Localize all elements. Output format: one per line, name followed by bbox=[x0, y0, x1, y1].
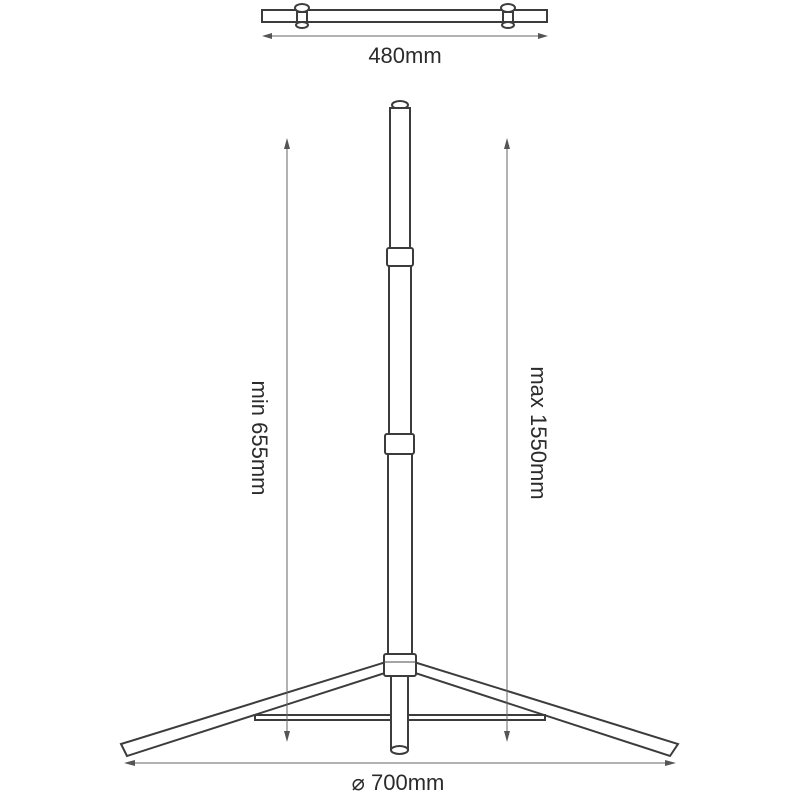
base-diameter-label: ⌀ 700mm bbox=[352, 770, 445, 795]
pole-clamp-upper bbox=[386, 247, 414, 267]
pole-clamp-lower bbox=[384, 433, 415, 455]
base-diameter-dimension: ⌀ 700mm bbox=[124, 760, 676, 795]
arrowhead-up bbox=[284, 138, 290, 149]
arrowhead-down bbox=[504, 731, 510, 742]
pole-section-middle bbox=[388, 265, 412, 435]
pole-section-bottom bbox=[387, 453, 413, 655]
arrowhead-left bbox=[124, 760, 135, 766]
leg-hub bbox=[383, 653, 417, 677]
bracket-width-label: 480mm bbox=[368, 43, 441, 68]
bracket-knob-left bbox=[294, 3, 310, 29]
width-dimension: 480mm bbox=[262, 33, 548, 68]
max-height-label: max 1550mm bbox=[526, 366, 551, 499]
arrowhead-up bbox=[504, 138, 510, 149]
max-height-dimension: max 1550mm bbox=[504, 138, 551, 742]
arrowhead-down bbox=[284, 731, 290, 742]
arrowhead-right bbox=[665, 760, 676, 766]
arrowhead-left bbox=[262, 33, 272, 39]
leg-right bbox=[410, 660, 680, 758]
min-height-label: min 655mm bbox=[247, 381, 272, 496]
min-height-dimension: min 655mm bbox=[247, 138, 290, 742]
arrowhead-right bbox=[538, 33, 548, 39]
mounting-bracket bbox=[261, 3, 548, 29]
leg-left bbox=[119, 660, 390, 758]
pole-section-top bbox=[389, 107, 411, 249]
bracket-knob-right bbox=[500, 3, 516, 29]
bracket-bar bbox=[261, 9, 548, 23]
leg-front bbox=[390, 669, 409, 755]
telescopic-pole bbox=[383, 100, 417, 677]
